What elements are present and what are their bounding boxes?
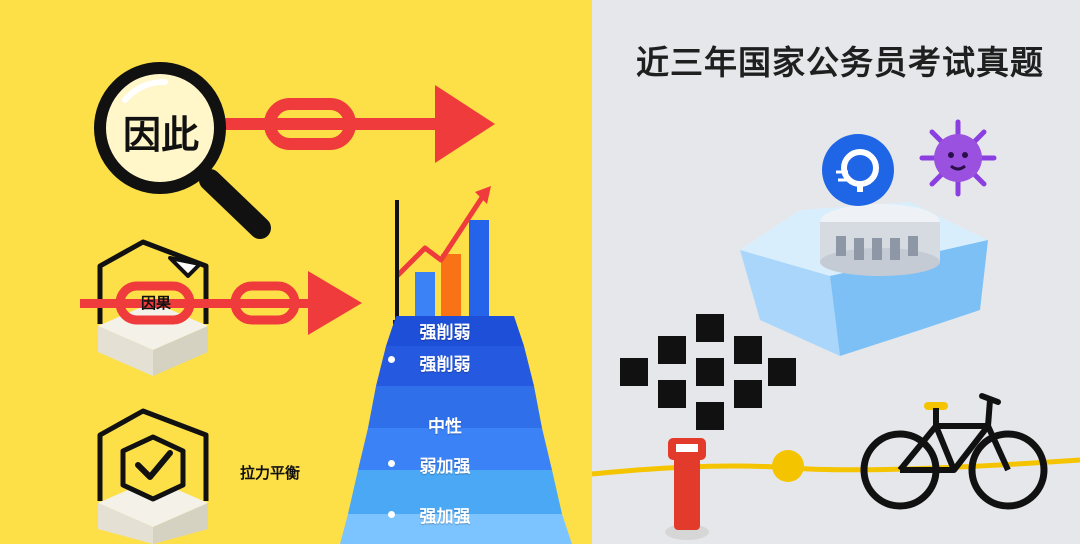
pyramid-steps xyxy=(340,316,572,544)
chain-arrow-icon xyxy=(220,85,495,163)
cube-grid-icon xyxy=(620,314,796,430)
pyramid-step-2: 强削弱 xyxy=(419,355,471,375)
checked-box-icon xyxy=(97,408,209,544)
cause-tag-label: 因果 xyxy=(140,294,171,312)
pyramid-step-3: 中性 xyxy=(428,417,462,437)
pyramid-step-4: 弱加强 xyxy=(419,457,471,477)
magnifier-icon xyxy=(94,62,271,239)
step-bullet xyxy=(388,511,395,518)
chain-arrow-icon xyxy=(80,271,362,335)
virus-icon xyxy=(919,119,997,197)
iceberg-icon xyxy=(740,202,988,356)
page-title: 近三年国家公务员考试真题 xyxy=(636,43,1044,82)
bicycle-icon xyxy=(860,393,1048,510)
magnifier-label: 因此 xyxy=(122,113,199,157)
pyramid-step-1: 强削弱 xyxy=(419,323,471,343)
step-bullet xyxy=(388,460,395,467)
barrier-post-icon xyxy=(665,438,709,540)
pyramid-step-5: 强加强 xyxy=(419,507,471,527)
stopwatch-icon xyxy=(822,134,894,206)
step-bullet xyxy=(388,356,395,363)
balance-caption: 拉力平衡 xyxy=(240,464,301,482)
